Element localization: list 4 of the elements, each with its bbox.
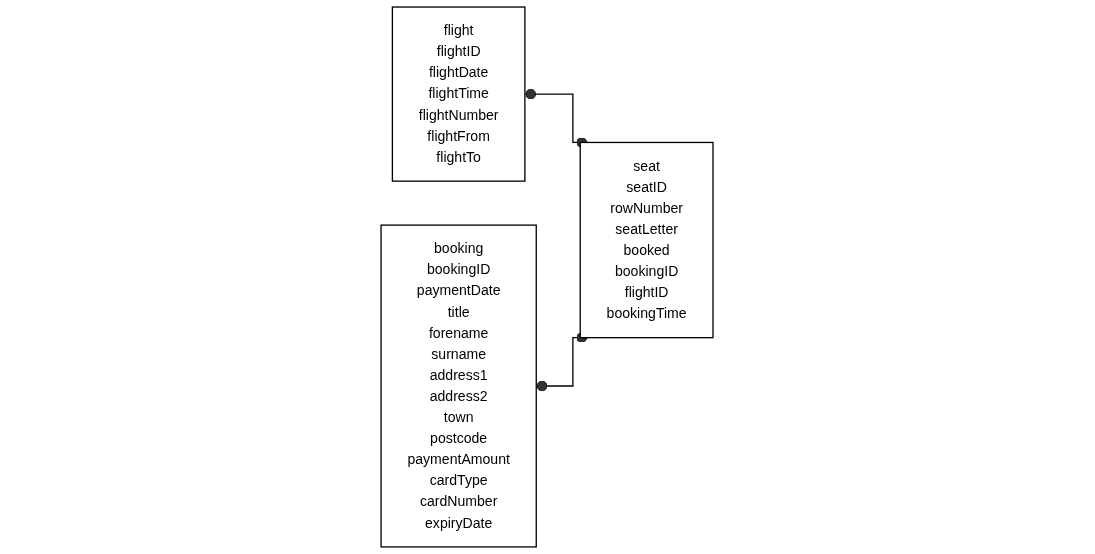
node-box: booking bookingID paymentDate title forename surname address1 address2 town postcode paymentAmount cardType cardNumber expiryDate: [380, 224, 538, 548]
connector: [536, 332, 589, 392]
node-box: flight flightID flightDate flightTime flightNumber flightFrom flightTo: [392, 6, 527, 182]
node-box: seat seatID rowNumber seatLetter booked bookingID flightID bookingTime: [580, 141, 715, 339]
